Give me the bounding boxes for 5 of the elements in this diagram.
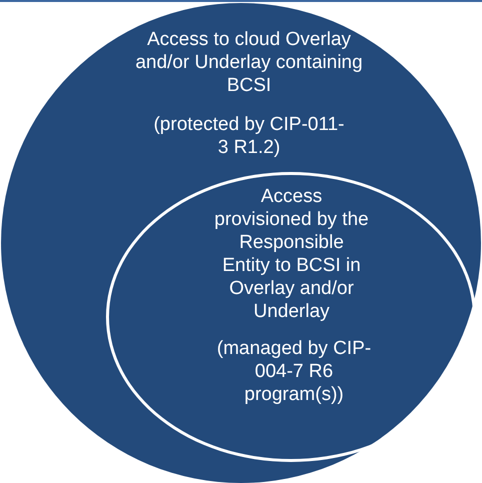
circle-heading: Access provisioned by the Responsible Entity to BCSI in Overlay and/or Underlay [214, 185, 369, 323]
circle-note: (protected by CIP-011-3 R1.2) [152, 113, 346, 159]
inner-ellipse [106, 172, 476, 462]
circle-note: (managed by CIP-004-7 R6 program(s)) [216, 337, 372, 406]
circle-heading: Access to cloud Overlay and/or Underlay containing BCSI [134, 28, 364, 97]
